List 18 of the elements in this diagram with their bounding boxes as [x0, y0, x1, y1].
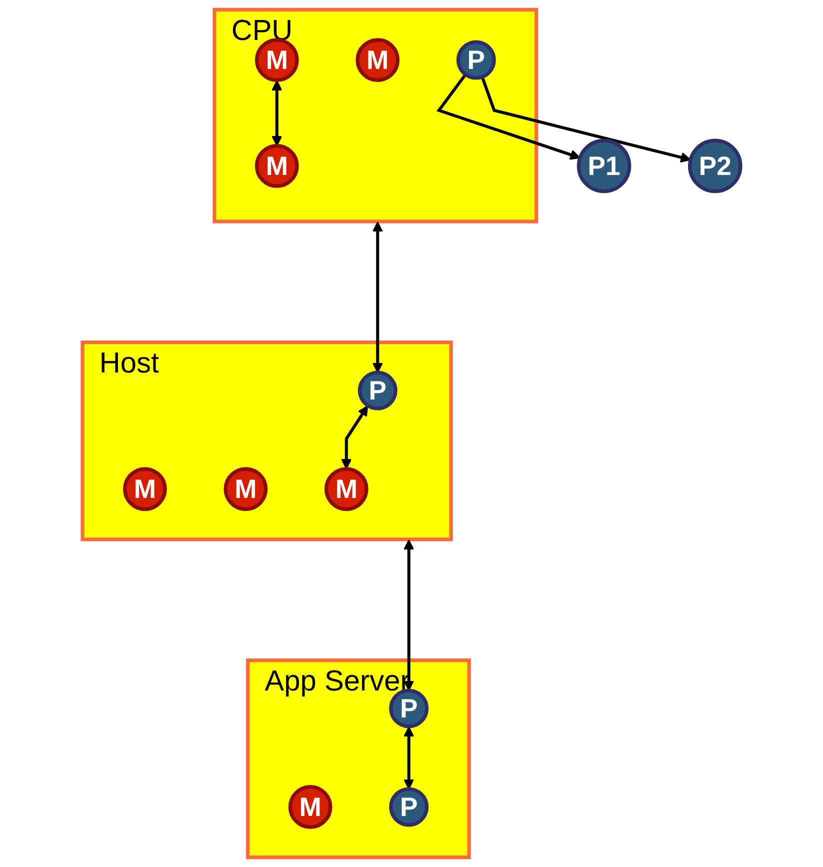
- node-circle: P: [456, 40, 496, 80]
- node-circle: M: [224, 467, 268, 511]
- arrow: [404, 539, 414, 691]
- node-circle: P: [358, 370, 398, 410]
- arrow: [436, 74, 580, 160]
- arrow: [480, 76, 692, 163]
- node-circle: P2: [688, 138, 742, 194]
- node-circle: P1: [576, 138, 632, 194]
- arrow: [272, 80, 282, 146]
- node-circle: P: [389, 787, 429, 827]
- arrow: [372, 222, 383, 374]
- node-circle: M: [254, 144, 299, 188]
- node-circle: M: [123, 467, 167, 511]
- arrow: [404, 726, 414, 790]
- node-circle: M: [288, 785, 332, 829]
- arrow: [341, 406, 368, 470]
- node-circle: M: [356, 38, 400, 82]
- node-circle: M: [324, 467, 368, 511]
